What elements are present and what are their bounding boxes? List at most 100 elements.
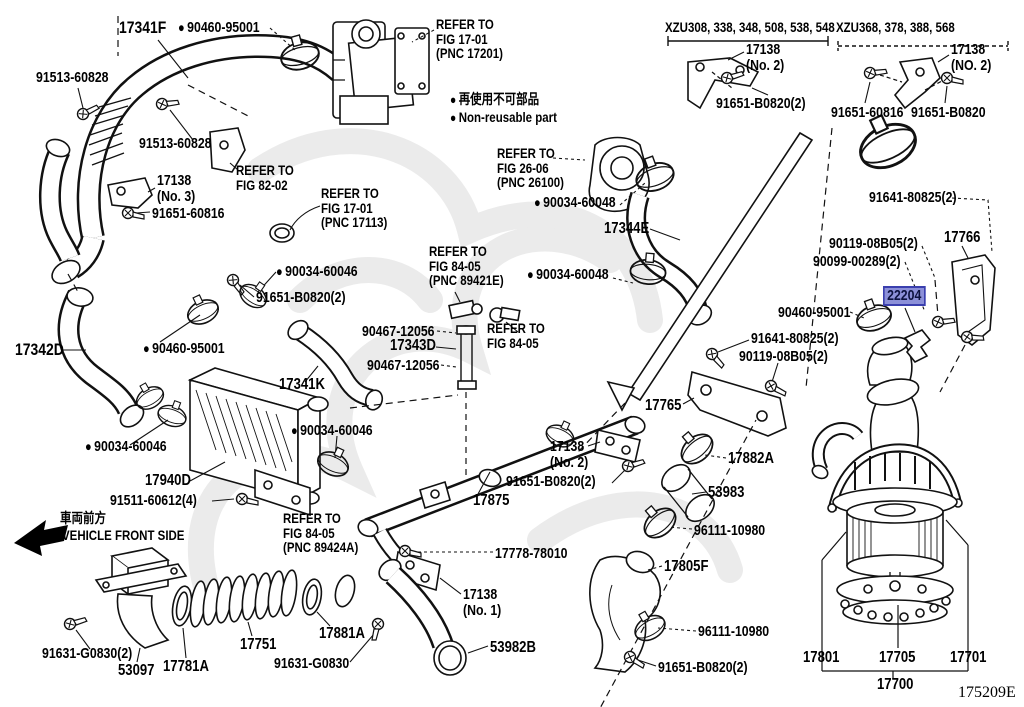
part-label: REFER TO FIG 84-05 — [487, 321, 545, 350]
part-label: REFER TO FIG 17-01 (PNC 17113) — [321, 186, 387, 230]
part-label-text: 車両前方 — [60, 510, 106, 526]
non-reusable-bullet-icon: ● — [450, 93, 457, 107]
part-label-text: 90099-00289(2) — [813, 253, 901, 270]
part-label: XZU368, 378, 388, 568 — [836, 20, 955, 35]
non-reusable-bullet-icon: ● — [527, 267, 534, 282]
part-label: 17344E — [604, 220, 650, 238]
part-label-text: 90119-08B05(2) — [829, 235, 918, 252]
part-label-text: 91651-B0820(2) — [716, 95, 806, 112]
part-label-text: 17751 — [240, 636, 277, 653]
part-label-text: 90460-95001 — [778, 304, 851, 321]
part-label-text: 17940D — [145, 472, 191, 489]
part-label: 91651-B0820(2) — [506, 474, 596, 490]
part-label: 90467-12056 — [362, 324, 435, 340]
part-label-text: 90034-60046 — [94, 438, 167, 455]
part-label: 53097 — [118, 662, 155, 680]
part-label-text: 91651-60816 — [831, 104, 904, 121]
part-label: 17138 (No. 2) — [746, 42, 784, 74]
part-label-text: REFER TO FIG 84-05 (PNC 89424A) — [283, 510, 359, 556]
part-label: 90099-00289(2) — [813, 254, 901, 270]
part-label: 17766 — [944, 229, 980, 247]
part-label-text: 91651-B0820(2) — [506, 473, 596, 490]
drawing-number: 175209E — [958, 684, 1016, 701]
part-label: REFER TO FIG 84-05 (PNC 89424A) — [283, 511, 358, 555]
non-reusable-bullet-icon: ● — [85, 439, 92, 454]
part-label-text: VEHICLE FRONT SIDE — [62, 527, 185, 543]
non-reusable-bullet-icon: ● — [450, 111, 457, 125]
part-label: ●90034-60048 — [534, 195, 616, 211]
part-label: 91651-60816 — [831, 105, 904, 121]
part-label-text: REFER TO FIG 84-05 (PNC 89421E) — [429, 243, 504, 289]
part-label: 91631-G0830(2) — [42, 646, 132, 662]
part-label: 17875 — [473, 492, 509, 510]
part-label-text: 53097 — [118, 662, 155, 679]
part-label-text: 17781A — [163, 658, 209, 675]
part-label: 91641-80825(2) — [751, 331, 839, 347]
part-label: 17778-78010 — [495, 546, 568, 562]
part-label-text: 17341F — [119, 18, 167, 37]
part-label: ●90034-60046 — [85, 439, 167, 455]
part-label-text: REFER TO FIG 82-02 — [236, 162, 294, 193]
part-label-text: 90034-60048 — [543, 194, 616, 211]
part-label-text: 17701 — [950, 649, 987, 666]
part-label-text: 90467-12056 — [367, 357, 440, 374]
part-label-text: 90460-95001 — [187, 19, 260, 36]
part-label-text: 53982B — [490, 639, 536, 656]
part-label-text: REFER TO FIG 84-05 — [487, 320, 545, 351]
part-label-text: 90034-60046 — [300, 422, 373, 439]
part-label: 90460-95001 — [778, 305, 851, 321]
part-label-text: 91651-B0820(2) — [256, 289, 346, 306]
part-label-text: 17138 (No. 1) — [463, 586, 502, 619]
highlighted-part-label[interactable]: 22204 — [883, 286, 926, 306]
part-label-text: 17344E — [604, 220, 650, 237]
part-label-text: Non-reusable part — [458, 109, 557, 125]
part-label: 96111-10980 — [694, 523, 765, 539]
part-label-text: 90119-08B05(2) — [739, 348, 828, 365]
part-label-text: 22204 — [883, 286, 926, 306]
part-label: 90467-12056 — [367, 358, 440, 374]
part-label: 17751 — [240, 636, 277, 654]
part-label: 17138 (No. 2) — [550, 439, 588, 471]
part-label: 17765 — [645, 397, 681, 415]
part-label: 91651-B0820 — [911, 105, 986, 121]
part-label-text: 90034-60048 — [536, 266, 609, 283]
part-label: ●90460-95001 — [143, 341, 225, 357]
part-label: 91511-60612(4) — [110, 493, 197, 509]
non-reusable-bullet-icon: ● — [143, 341, 150, 356]
part-label: VEHICLE FRONT SIDE — [62, 528, 184, 543]
part-label-text: 91631-G0830(2) — [42, 645, 133, 662]
part-label: 17138 (No. 1) — [463, 587, 501, 619]
part-label-text: 17138 (No. 3) — [157, 172, 196, 205]
part-label: 53982B — [490, 639, 536, 657]
part-label: 53983 — [708, 484, 744, 502]
part-label-text: 91651-B0820 — [911, 104, 986, 121]
part-label: 17705 — [879, 649, 915, 667]
part-label-text: 17341K — [279, 376, 325, 393]
part-label: ●再使用不可部品 — [450, 92, 539, 107]
part-label: ●90034-60046 — [291, 423, 373, 439]
part-label: 17940D — [145, 472, 191, 490]
part-label: 17881A — [319, 625, 365, 643]
part-label: 91651-B0820(2) — [658, 660, 748, 676]
part-label-text: 17138 (No. 2) — [746, 41, 785, 74]
part-label: 91631-G0830 — [274, 656, 349, 672]
part-label-text: 17778-78010 — [495, 545, 568, 562]
part-label: 17341F — [119, 19, 166, 37]
part-label-text: 96111-10980 — [698, 623, 770, 640]
part-label: XZU308, 338, 348, 508, 538, 548 — [665, 20, 835, 35]
part-label: 90119-08B05(2) — [739, 349, 828, 365]
part-label: REFER TO FIG 82-02 — [236, 163, 294, 192]
part-label: 91651-60816 — [152, 206, 225, 222]
part-label-text: 91651-B0820(2) — [658, 659, 748, 676]
part-label-text: 91513-60828 — [36, 69, 109, 86]
part-label-text: 17138 (No. 2) — [550, 438, 589, 471]
part-label: ●90460-95001 — [178, 20, 260, 36]
part-label: 91651-B0820(2) — [716, 96, 806, 112]
part-label-text: 17342D — [15, 340, 64, 359]
part-label-text: REFER TO FIG 26-06 (PNC 26100) — [497, 145, 564, 191]
part-label-text: 90467-12056 — [362, 323, 435, 340]
non-reusable-bullet-icon: ● — [178, 20, 185, 35]
